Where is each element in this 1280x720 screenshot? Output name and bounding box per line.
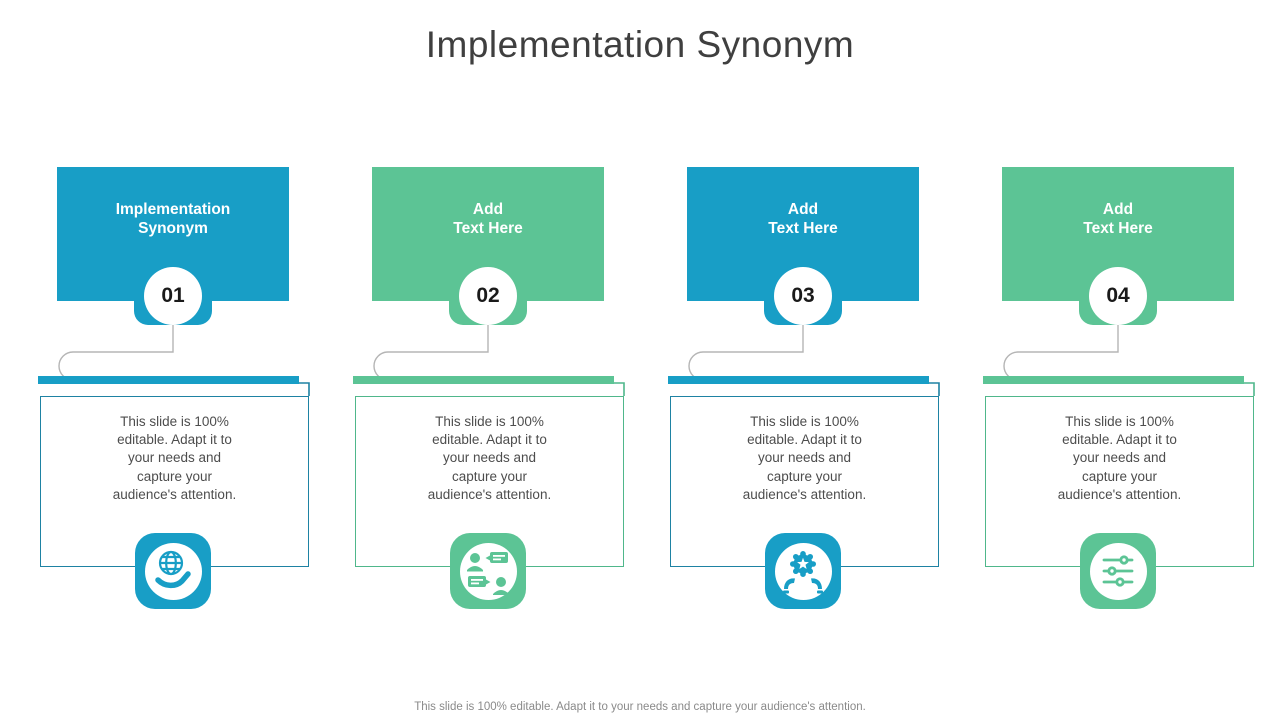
process-step-2: Add Text Here 02 This slide is 100% edit… bbox=[340, 167, 630, 627]
step-header-label: Add Text Here bbox=[768, 201, 838, 237]
step-number-circle: 02 bbox=[459, 267, 517, 325]
people-conversation-icon bbox=[450, 533, 526, 609]
connector-curl-line bbox=[58, 325, 174, 381]
step-number: 02 bbox=[476, 284, 500, 307]
step-number: 03 bbox=[791, 284, 815, 307]
bar-to-box-link bbox=[614, 382, 625, 396]
accent-bar bbox=[983, 376, 1244, 384]
connector-graphic bbox=[983, 325, 1255, 396]
process-step-4: Add Text Here 04 This slide is 100% edit… bbox=[970, 167, 1260, 627]
globe-in-hand-icon bbox=[135, 533, 211, 609]
description-text: This slide is 100% editable. Adapt it to… bbox=[427, 414, 552, 502]
accent-bar bbox=[353, 376, 614, 384]
gear-star-hands-icon bbox=[765, 533, 841, 609]
connector-curl-line bbox=[1003, 325, 1119, 381]
bar-to-box-link bbox=[299, 382, 310, 396]
bar-to-box-link bbox=[929, 382, 940, 396]
description-text: This slide is 100% editable. Adapt it to… bbox=[742, 414, 867, 502]
step-number: 04 bbox=[1106, 284, 1130, 307]
step-number-circle: 04 bbox=[1089, 267, 1147, 325]
step-header-label: Implementation Synonym bbox=[115, 201, 231, 237]
connector-curl-line bbox=[688, 325, 804, 381]
footer-note: This slide is 100% editable. Adapt it to… bbox=[414, 701, 866, 713]
description-text: This slide is 100% editable. Adapt it to… bbox=[112, 414, 237, 502]
connector-graphic bbox=[353, 325, 625, 396]
step-header-label: Add Text Here bbox=[453, 201, 523, 237]
page-title: Implementation Synonym bbox=[425, 24, 855, 65]
description-text: This slide is 100% editable. Adapt it to… bbox=[1057, 414, 1182, 502]
description-box: This slide is 100% editable. Adapt it to… bbox=[355, 396, 624, 567]
step-number-circle: 01 bbox=[144, 267, 202, 325]
sliders-icon bbox=[1080, 533, 1156, 609]
step-header-label: Add Text Here bbox=[1083, 201, 1153, 237]
process-step-3: Add Text Here 03 This slide is 100% edit… bbox=[655, 167, 945, 627]
step-number: 01 bbox=[161, 284, 185, 307]
process-step-1: Implementation Synonym 01 This slide is … bbox=[25, 167, 315, 627]
connector-graphic bbox=[668, 325, 940, 396]
connector-graphic bbox=[38, 325, 310, 396]
accent-bar bbox=[38, 376, 299, 384]
step-number-circle: 03 bbox=[774, 267, 832, 325]
connector-curl-line bbox=[373, 325, 489, 381]
accent-bar bbox=[668, 376, 929, 384]
bar-to-box-link bbox=[1244, 382, 1255, 396]
